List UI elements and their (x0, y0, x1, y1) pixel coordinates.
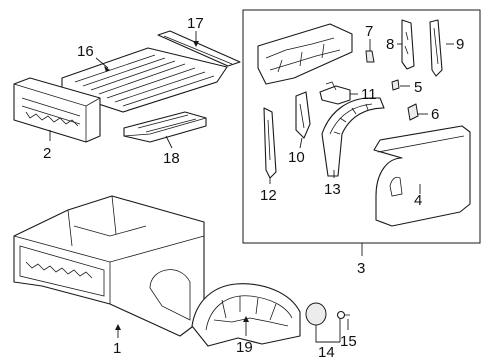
callout-19: 19 (236, 339, 253, 356)
leader-arrowheads (104, 41, 249, 330)
inner-side-panel (257, 23, 353, 85)
callout-7: 7 (365, 23, 373, 40)
callout-15: 15 (340, 333, 357, 350)
callout-9: 9 (456, 36, 464, 53)
part-10-bracket (295, 91, 311, 149)
part-11-bracket (319, 81, 358, 105)
part-17-cross-sill (157, 30, 241, 67)
callout-3: 3 (357, 260, 365, 277)
part-15-door-bumper (336, 310, 350, 330)
callout-11: 11 (361, 86, 377, 103)
callout-16: 16 (77, 43, 94, 60)
callout-17: 17 (187, 15, 204, 32)
part-12-pillar-reinforcement (263, 107, 277, 184)
component-group-box (242, 9, 481, 256)
part-14-fuel-door (305, 302, 341, 343)
part-1-pickup-box (13, 195, 205, 338)
callout-14: 14 (318, 344, 335, 360)
part-16-bed-floor (61, 47, 228, 113)
part-2-front-panel (13, 77, 101, 143)
part-7-bracket (365, 39, 375, 63)
callout-13: 13 (324, 181, 341, 198)
part-9-corner-pillar (429, 19, 454, 77)
part-6-bracket (407, 103, 428, 121)
callout-10: 10 (288, 149, 305, 166)
part-19-inner-wheelhouse (191, 283, 301, 347)
part-18-cross-member (123, 111, 207, 149)
part-13-wheel-liner (321, 97, 385, 178)
callout-labels: 1 2 3 4 5 6 7 8 9 10 11 12 13 14 15 16 1… (43, 15, 464, 360)
callout-12: 12 (260, 187, 277, 204)
callout-5: 5 (414, 79, 422, 96)
callout-4: 4 (414, 192, 422, 209)
part-4-side-panel (373, 125, 471, 227)
callout-6: 6 (431, 106, 439, 123)
callout-2: 2 (43, 145, 51, 162)
callout-18: 18 (163, 150, 180, 167)
callout-1: 1 (113, 340, 121, 357)
part-5-clip (391, 79, 410, 91)
part-8-reinforcement (401, 19, 415, 70)
callout-8: 8 (386, 36, 394, 53)
